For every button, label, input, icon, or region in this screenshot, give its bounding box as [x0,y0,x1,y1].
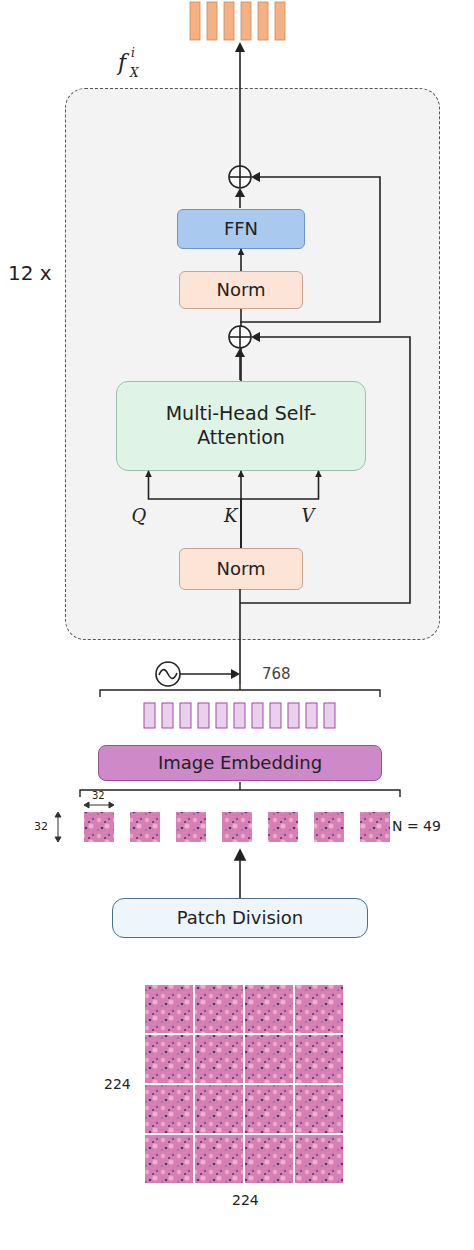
node-text: Norm [216,279,265,302]
image-patches [84,812,390,842]
symbol-label: f [118,50,126,75]
connector [240,471,242,548]
repeat-label: 12 x [8,261,52,286]
bracket [100,684,380,697]
positional-encoding-symbol [156,662,180,686]
dimension-label: 224 [232,1192,259,1208]
connector [241,471,319,548]
add-symbol [229,166,251,348]
node-text: Norm [216,558,265,581]
output-features [190,2,285,40]
dimension-label: 224 [104,1076,131,1092]
process-box: Patch Division [112,898,368,938]
arrow-head [231,42,260,679]
edge-label: K [224,505,237,526]
dimension-label: 32 [34,820,48,833]
dimension-arrow [55,802,114,842]
node-text: Patch Division [177,907,303,930]
process-box: Multi-Head Self-Attention [116,381,366,471]
wire [180,50,410,684]
process-box: Image Embedding [98,745,382,781]
connector [240,309,242,381]
process-box: Norm [179,548,303,590]
node-text: Multi-Head Self-Attention [133,402,349,450]
edge-label: V [302,505,315,526]
flow-arrow [235,850,245,898]
edge-label: Q [132,505,147,526]
input-image [145,985,343,1183]
symbol-superscript: i [131,46,135,60]
dimension-label: 32 [92,790,105,801]
node-text: FFN [224,218,258,241]
repeated-block: 12 xFFNNormMulti-Head Self-AttentionNorm [65,88,440,640]
node-text: Image Embedding [158,752,322,775]
token-embeddings [144,703,335,728]
bracket [80,782,400,797]
process-box: Norm [179,271,303,309]
connector [240,249,242,271]
connector [149,471,242,548]
count-label: N = 49 [392,818,441,834]
symbol-subscript: X [130,66,139,80]
process-box: FFN [177,209,305,249]
dimension-label: 768 [262,665,291,683]
